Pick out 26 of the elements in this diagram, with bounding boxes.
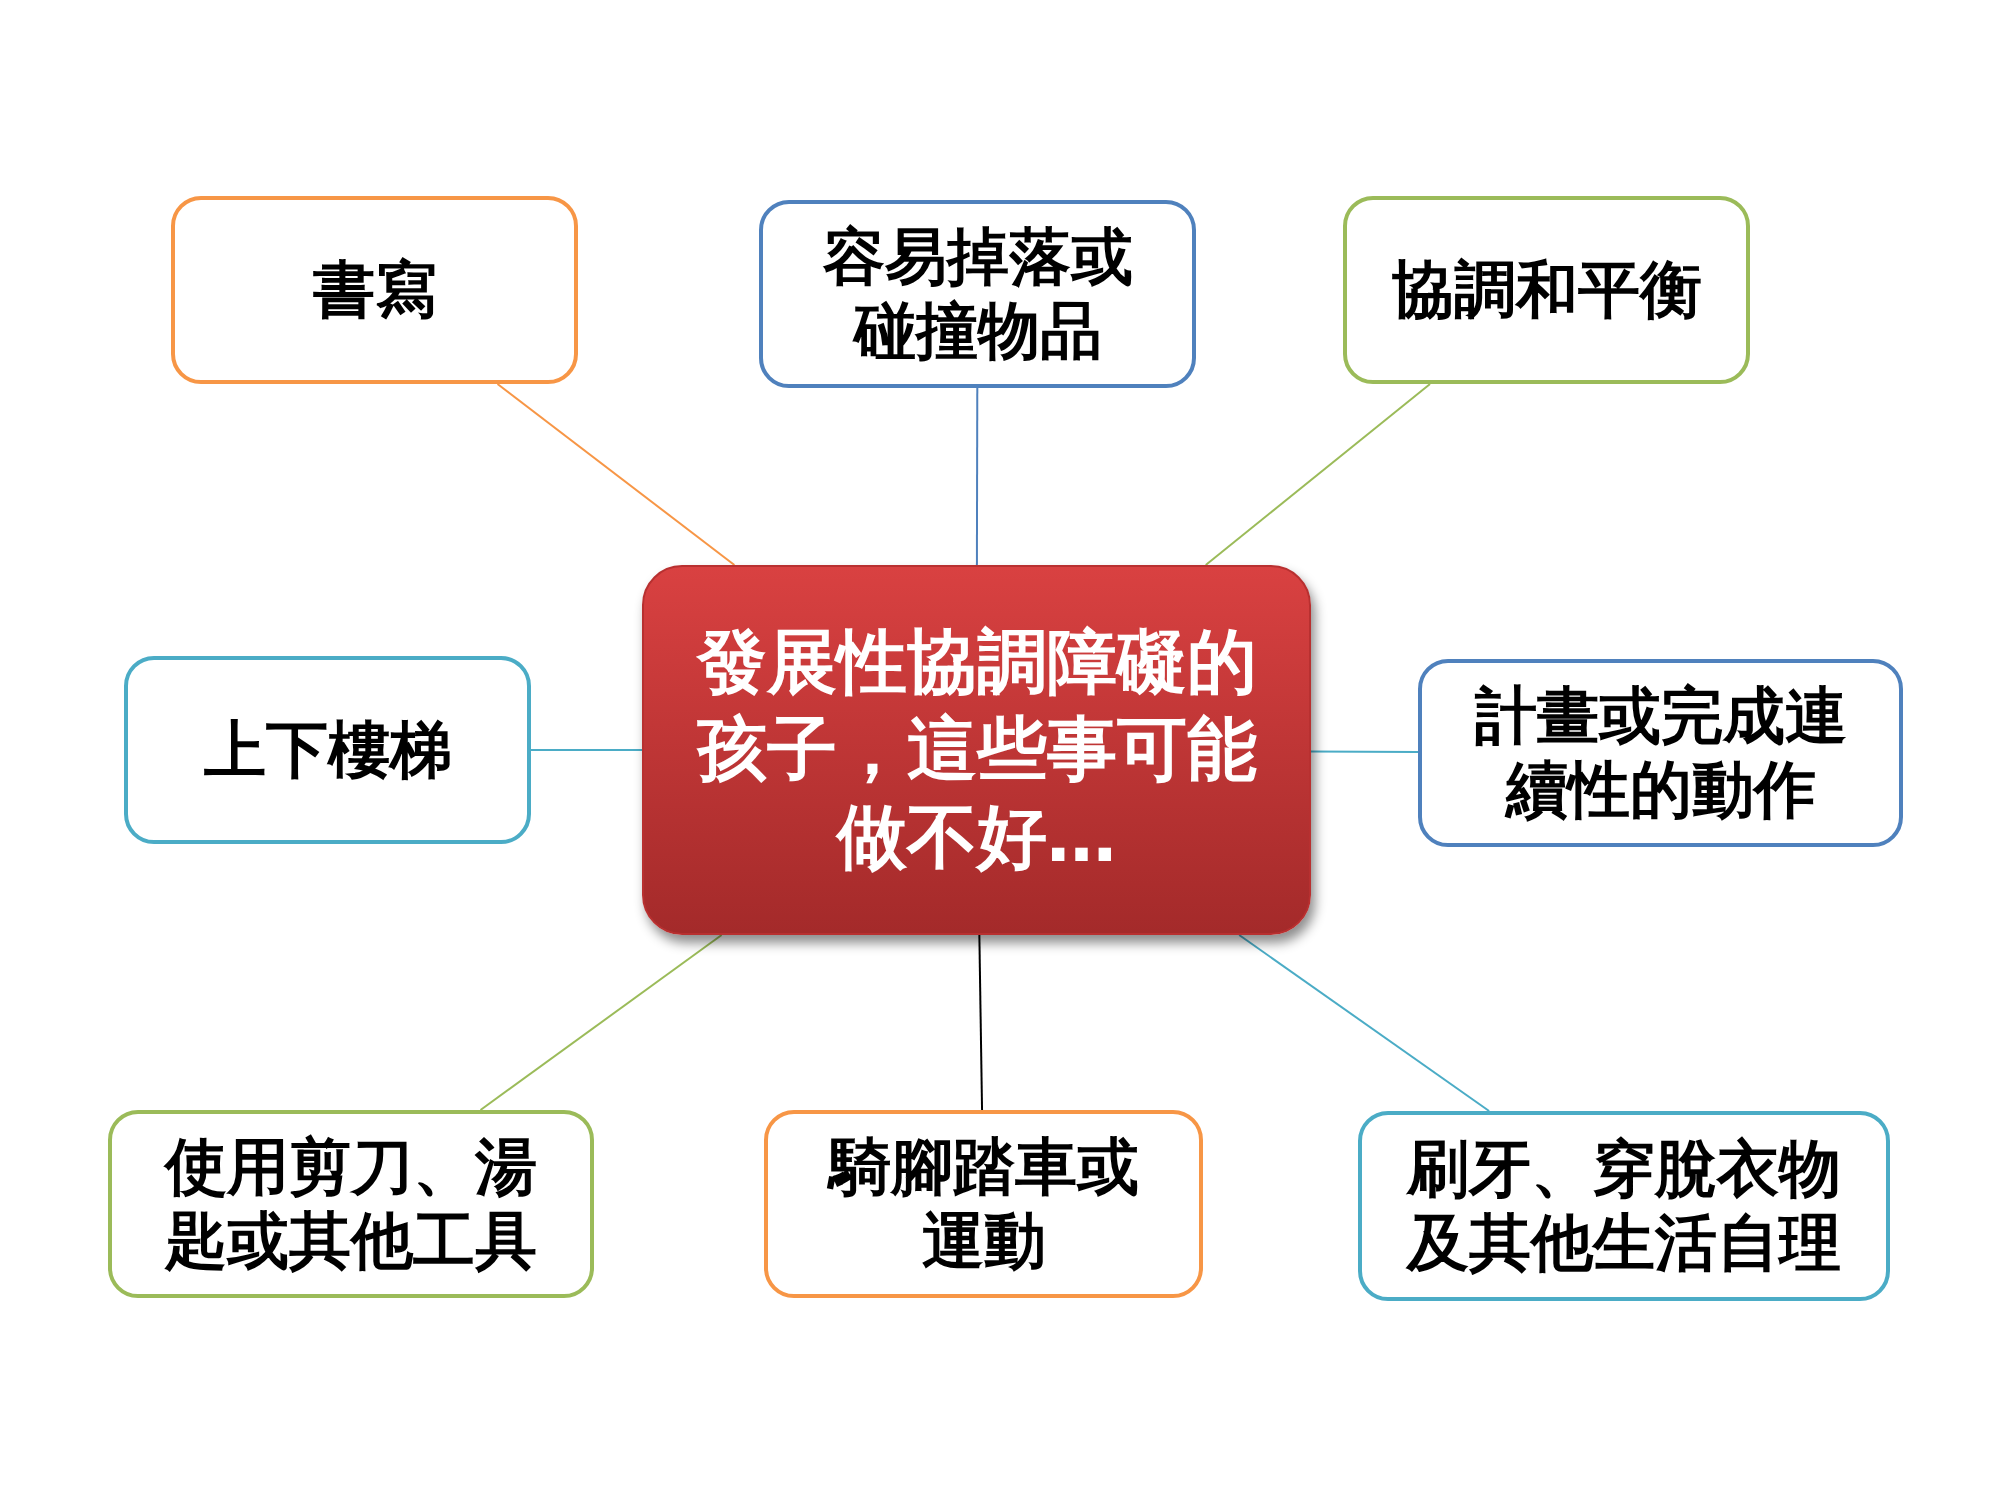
connector-line [530, 749, 643, 751]
connector-line [1238, 934, 1491, 1112]
topic-box [1343, 196, 1750, 384]
topic-box [759, 200, 1196, 388]
topic-text: 計畫或完成連續性的動作 [1473, 678, 1848, 828]
heading-text: 發展性協調障礙的孩子，這些事可能做不好… [696, 619, 1257, 880]
topic-text: 書寫 [311, 252, 438, 328]
topic-text: 上下樓梯 [202, 712, 453, 788]
connector-line [1204, 383, 1431, 566]
topic-box [1358, 1111, 1890, 1301]
connector-line [978, 934, 984, 1111]
connector-line [496, 383, 736, 566]
central-topic-box [642, 565, 1311, 935]
topic-box [108, 1110, 594, 1298]
topic-box [1418, 659, 1903, 847]
topic-box [764, 1110, 1203, 1298]
topic-text: 協調和平衡 [1390, 252, 1703, 328]
connector-line [479, 934, 723, 1111]
topic-text: 使用剪刀、湯匙或其他工具 [162, 1129, 538, 1279]
topic-box [171, 196, 578, 384]
connector-line [1310, 750, 1419, 753]
topic-text: 容易掉落或碰撞物品 [821, 219, 1134, 369]
topic-text: 騎腳踏車或運動 [826, 1129, 1140, 1279]
connector-line [975, 387, 979, 566]
topic-text: 刷牙、穿脫衣物及其他生活自理 [1405, 1131, 1842, 1281]
topic-box [124, 656, 531, 844]
